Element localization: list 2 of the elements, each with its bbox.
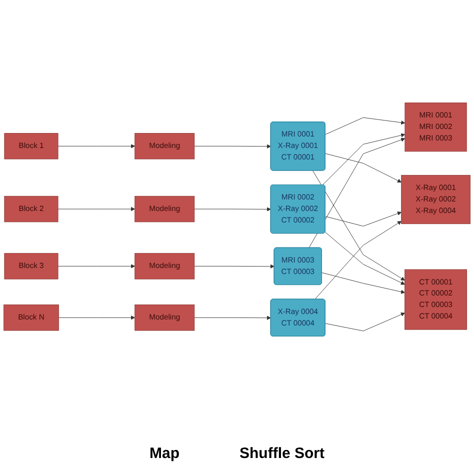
column-label: Shuffle Sort [240,445,324,462]
column-label: Map [150,445,180,462]
